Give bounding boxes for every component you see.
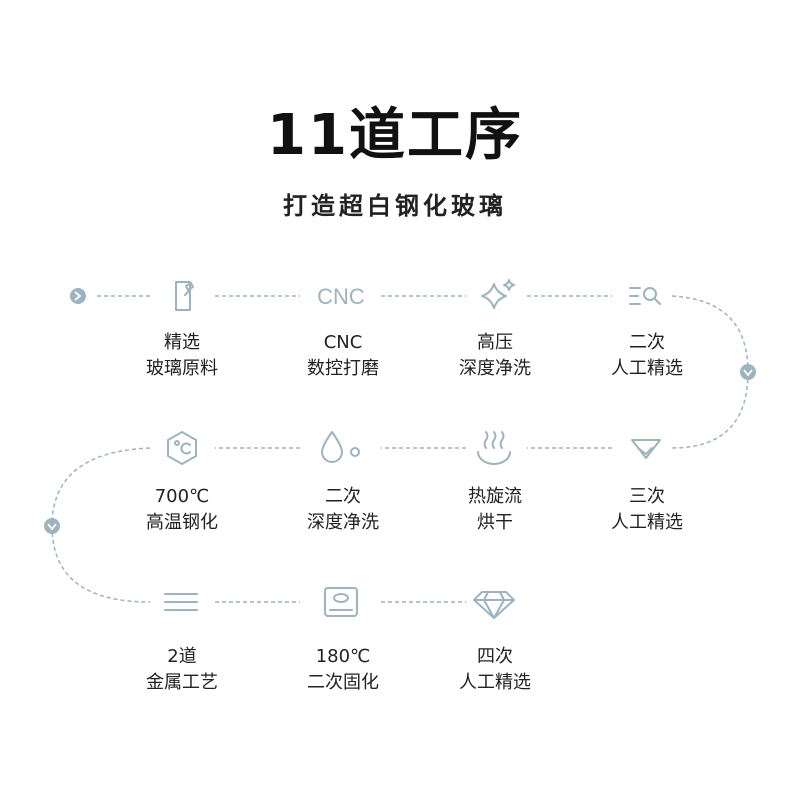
cnc-text-icon: CNC (317, 284, 365, 309)
diamond-icon (473, 591, 515, 619)
step-1: 精选 玻璃原料 (122, 330, 242, 382)
down-arrow-icon-right (740, 364, 756, 380)
step-6-line2: 深度净洗 (307, 512, 379, 533)
step-1-line2: 玻璃原料 (146, 358, 218, 379)
diamond-outline-icon (631, 439, 661, 459)
step-7: 热旋流 烘干 (435, 484, 555, 536)
down-arrow-icon-left (44, 518, 60, 534)
step-5-line1: 700℃ (154, 486, 210, 507)
step-4-line2: 人工精选 (611, 358, 683, 379)
step-3-line2: 深度净洗 (459, 358, 531, 379)
step-9-line2: 金属工艺 (146, 672, 218, 693)
flow-connectors (51, 295, 749, 603)
step-4-line1: 二次 (629, 332, 665, 353)
step-8: 三次 人工精选 (587, 484, 707, 536)
step-5: 700℃ 高温钢化 (122, 484, 242, 536)
step-10: 180℃ 二次固化 (283, 644, 403, 696)
sparkle-icon (481, 279, 515, 309)
step-10-line2: 二次固化 (307, 672, 379, 693)
step-2-line1: CNC (323, 332, 363, 353)
step-6-line1: 二次 (325, 486, 361, 507)
water-drop-icon (321, 431, 360, 463)
step-2-line2: 数控打磨 (307, 358, 379, 379)
lines-icon (164, 593, 198, 611)
search-list-icon (629, 287, 661, 305)
step-3: 高压 深度净洗 (435, 330, 555, 382)
step-10-line1: 180℃ (315, 646, 371, 667)
celsius-hexagon-icon (167, 431, 197, 465)
page-subtitle: 打造超白钢化玻璃 (283, 192, 507, 220)
page-title: 11道工序 (267, 103, 523, 168)
step-7-line1: 热旋流 (468, 486, 522, 507)
step-9: 2道 金属工艺 (122, 644, 242, 696)
step-3-line1: 高压 (477, 332, 513, 353)
steam-bowl-icon (477, 431, 511, 465)
step-7-line2: 烘干 (477, 512, 513, 533)
step-5-line2: 高温钢化 (146, 512, 218, 533)
step-9-line1: 2道 (167, 646, 197, 667)
step-11: 四次 人工精选 (435, 644, 555, 696)
step-8-line2: 人工精选 (611, 512, 683, 533)
start-arrow-icon (70, 288, 86, 304)
step-11-line1: 四次 (477, 646, 513, 667)
step-11-line2: 人工精选 (459, 672, 531, 693)
step-8-line1: 三次 (629, 486, 665, 507)
oven-icon (324, 587, 358, 617)
step-2: CNC 数控打磨 (283, 330, 403, 382)
step-6: 二次 深度净洗 (283, 484, 403, 536)
step-1-line1: 精选 (164, 332, 200, 353)
phone-edit-icon (175, 281, 194, 311)
step-4: 二次 人工精选 (587, 330, 707, 382)
